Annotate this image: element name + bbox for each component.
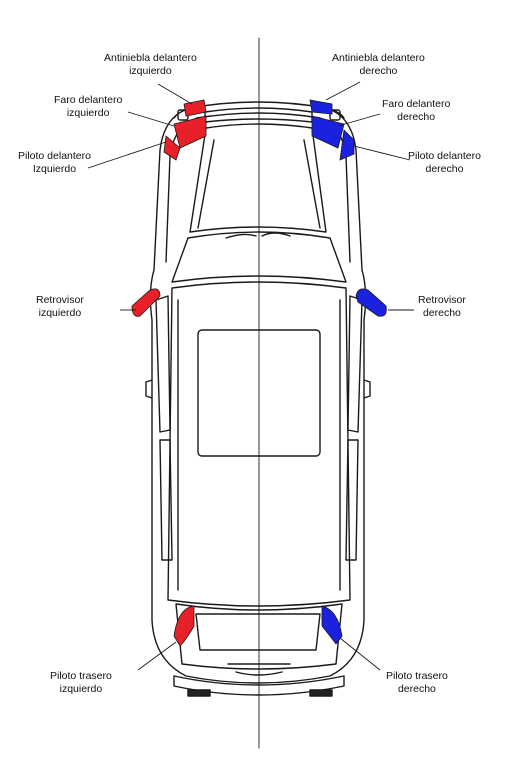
faro-delantero-derecho	[311, 115, 345, 149]
antiniebla-delantero-izquierdo	[183, 99, 207, 117]
leader-lines	[87, 81, 414, 671]
piloto-delantero-izquierdo	[163, 135, 181, 161]
label-faro-derecho: Faro delantero derecho	[382, 98, 451, 123]
label-retrovisor-izquierdo: Retrovisor izquierdo	[36, 294, 84, 319]
piloto-trasero-izquierdo	[173, 605, 195, 647]
right-parts	[309, 99, 387, 645]
hood	[189, 123, 327, 233]
rear-window	[175, 603, 343, 670]
roof	[167, 281, 351, 607]
label-piloto-trasero-izquierdo: Piloto trasero izquierdo	[50, 670, 112, 695]
retrovisor-izquierdo	[131, 288, 161, 317]
label-faro-izquierdo: Faro delantero izquierdo	[54, 94, 123, 119]
sunroof	[197, 329, 321, 457]
windshield	[171, 231, 347, 283]
label-antiniebla-izquierdo: Antiniebla delantero izquierdo	[104, 52, 197, 77]
antiniebla-delantero-derecho	[309, 99, 333, 115]
label-piloto-trasero-derecho: Piloto trasero derecho	[386, 670, 448, 695]
piloto-trasero-derecho	[321, 605, 343, 645]
car-body-outline	[149, 101, 367, 684]
label-piloto-delantero-derecho: Piloto delantero derecho	[408, 150, 481, 175]
left-parts	[131, 99, 207, 647]
label-antiniebla-derecho: Antiniebla delantero derecho	[332, 52, 425, 77]
label-retrovisor-derecho: Retrovisor derecho	[418, 294, 466, 319]
piloto-delantero-derecho	[339, 129, 355, 161]
label-piloto-delantero-izquierdo: Piloto delantero Izquierdo	[18, 150, 91, 175]
faro-delantero-izquierdo	[173, 115, 207, 149]
retrovisor-derecho	[355, 288, 387, 317]
